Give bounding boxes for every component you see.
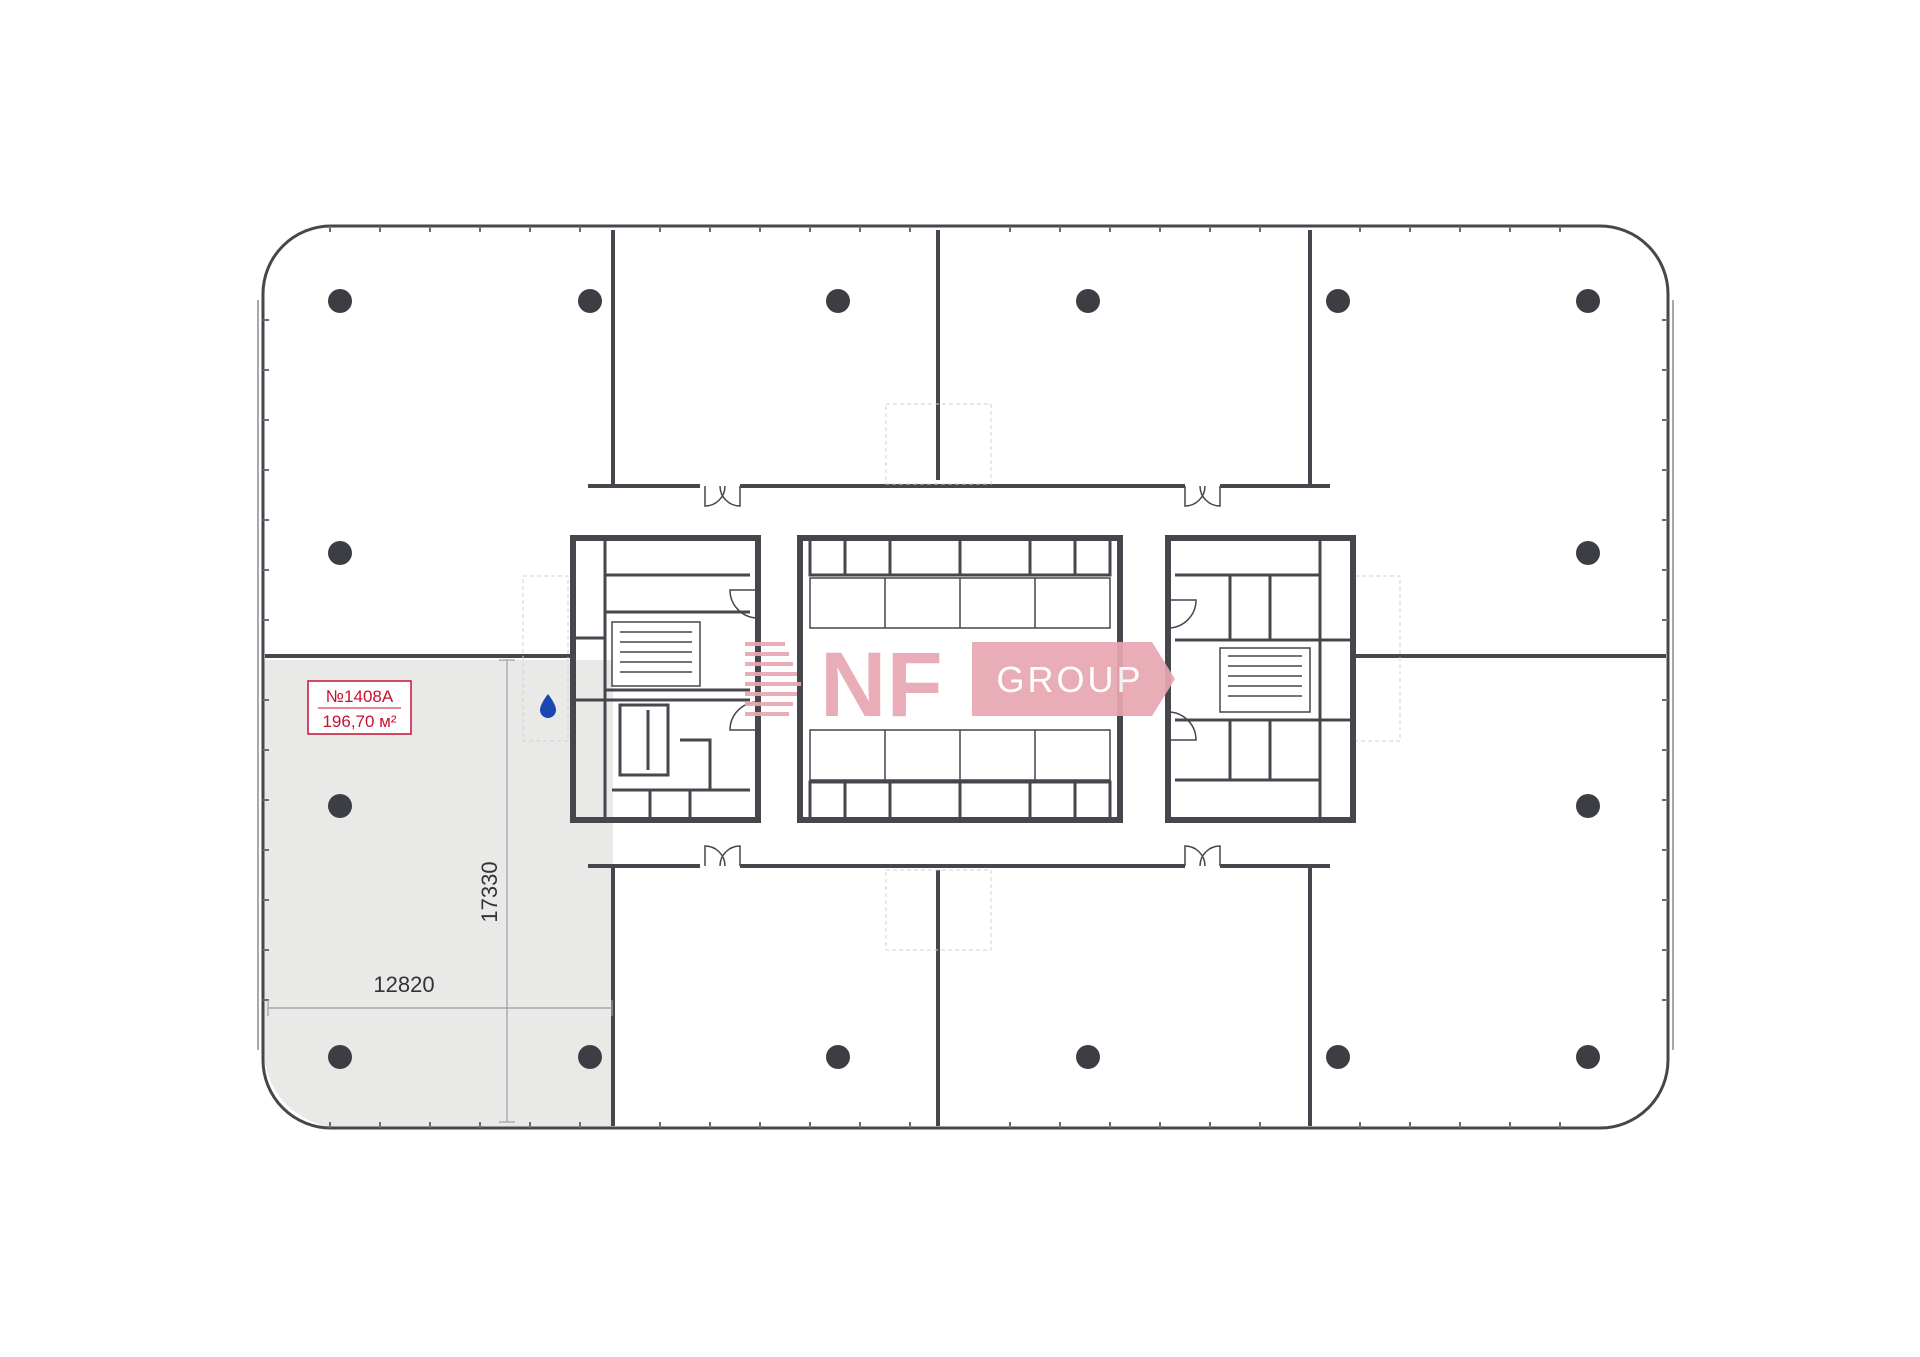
structural-columns [328, 289, 1600, 1069]
unit-height-dimension: 17330 [477, 861, 502, 922]
column [1076, 289, 1100, 313]
column [328, 794, 352, 818]
unit-label[interactable]: №1408А 196,70 м² [307, 680, 412, 735]
unit-width-dimension: 12820 [373, 972, 434, 997]
facade-mullions [263, 226, 1668, 1128]
unit-1408a-area[interactable] [263, 660, 613, 1128]
core-right-block [1165, 535, 1356, 823]
watermark-banner [972, 642, 1175, 716]
column [1326, 289, 1350, 313]
column [1576, 1045, 1600, 1069]
column [328, 1045, 352, 1069]
column [578, 289, 602, 313]
door-swings [704, 485, 1221, 867]
facade-glazing-line [257, 300, 1674, 1050]
column [1076, 1045, 1100, 1069]
column [1576, 289, 1600, 313]
core-left-block [570, 535, 761, 823]
column [826, 1045, 850, 1069]
column [328, 289, 352, 313]
dashed-shafts [522, 403, 1401, 951]
column [578, 1045, 602, 1069]
column [1326, 1045, 1350, 1069]
column [1576, 541, 1600, 565]
watermark-suffix: GROUP [996, 659, 1143, 700]
dimension-lines [267, 659, 613, 1123]
watermark-stripes-icon [745, 642, 801, 716]
water-drop-icon [540, 694, 556, 718]
unit-area: 196,70 м² [322, 712, 396, 731]
column [826, 289, 850, 313]
column [328, 541, 352, 565]
unit-number: №1408А [326, 687, 394, 706]
watermark-logo: NF GROUP [745, 634, 1175, 736]
partition-walls [265, 230, 1666, 1126]
building-core [570, 535, 1356, 823]
column [1576, 794, 1600, 818]
watermark-brand: NF [820, 634, 943, 736]
building-outline [261, 224, 1670, 1130]
